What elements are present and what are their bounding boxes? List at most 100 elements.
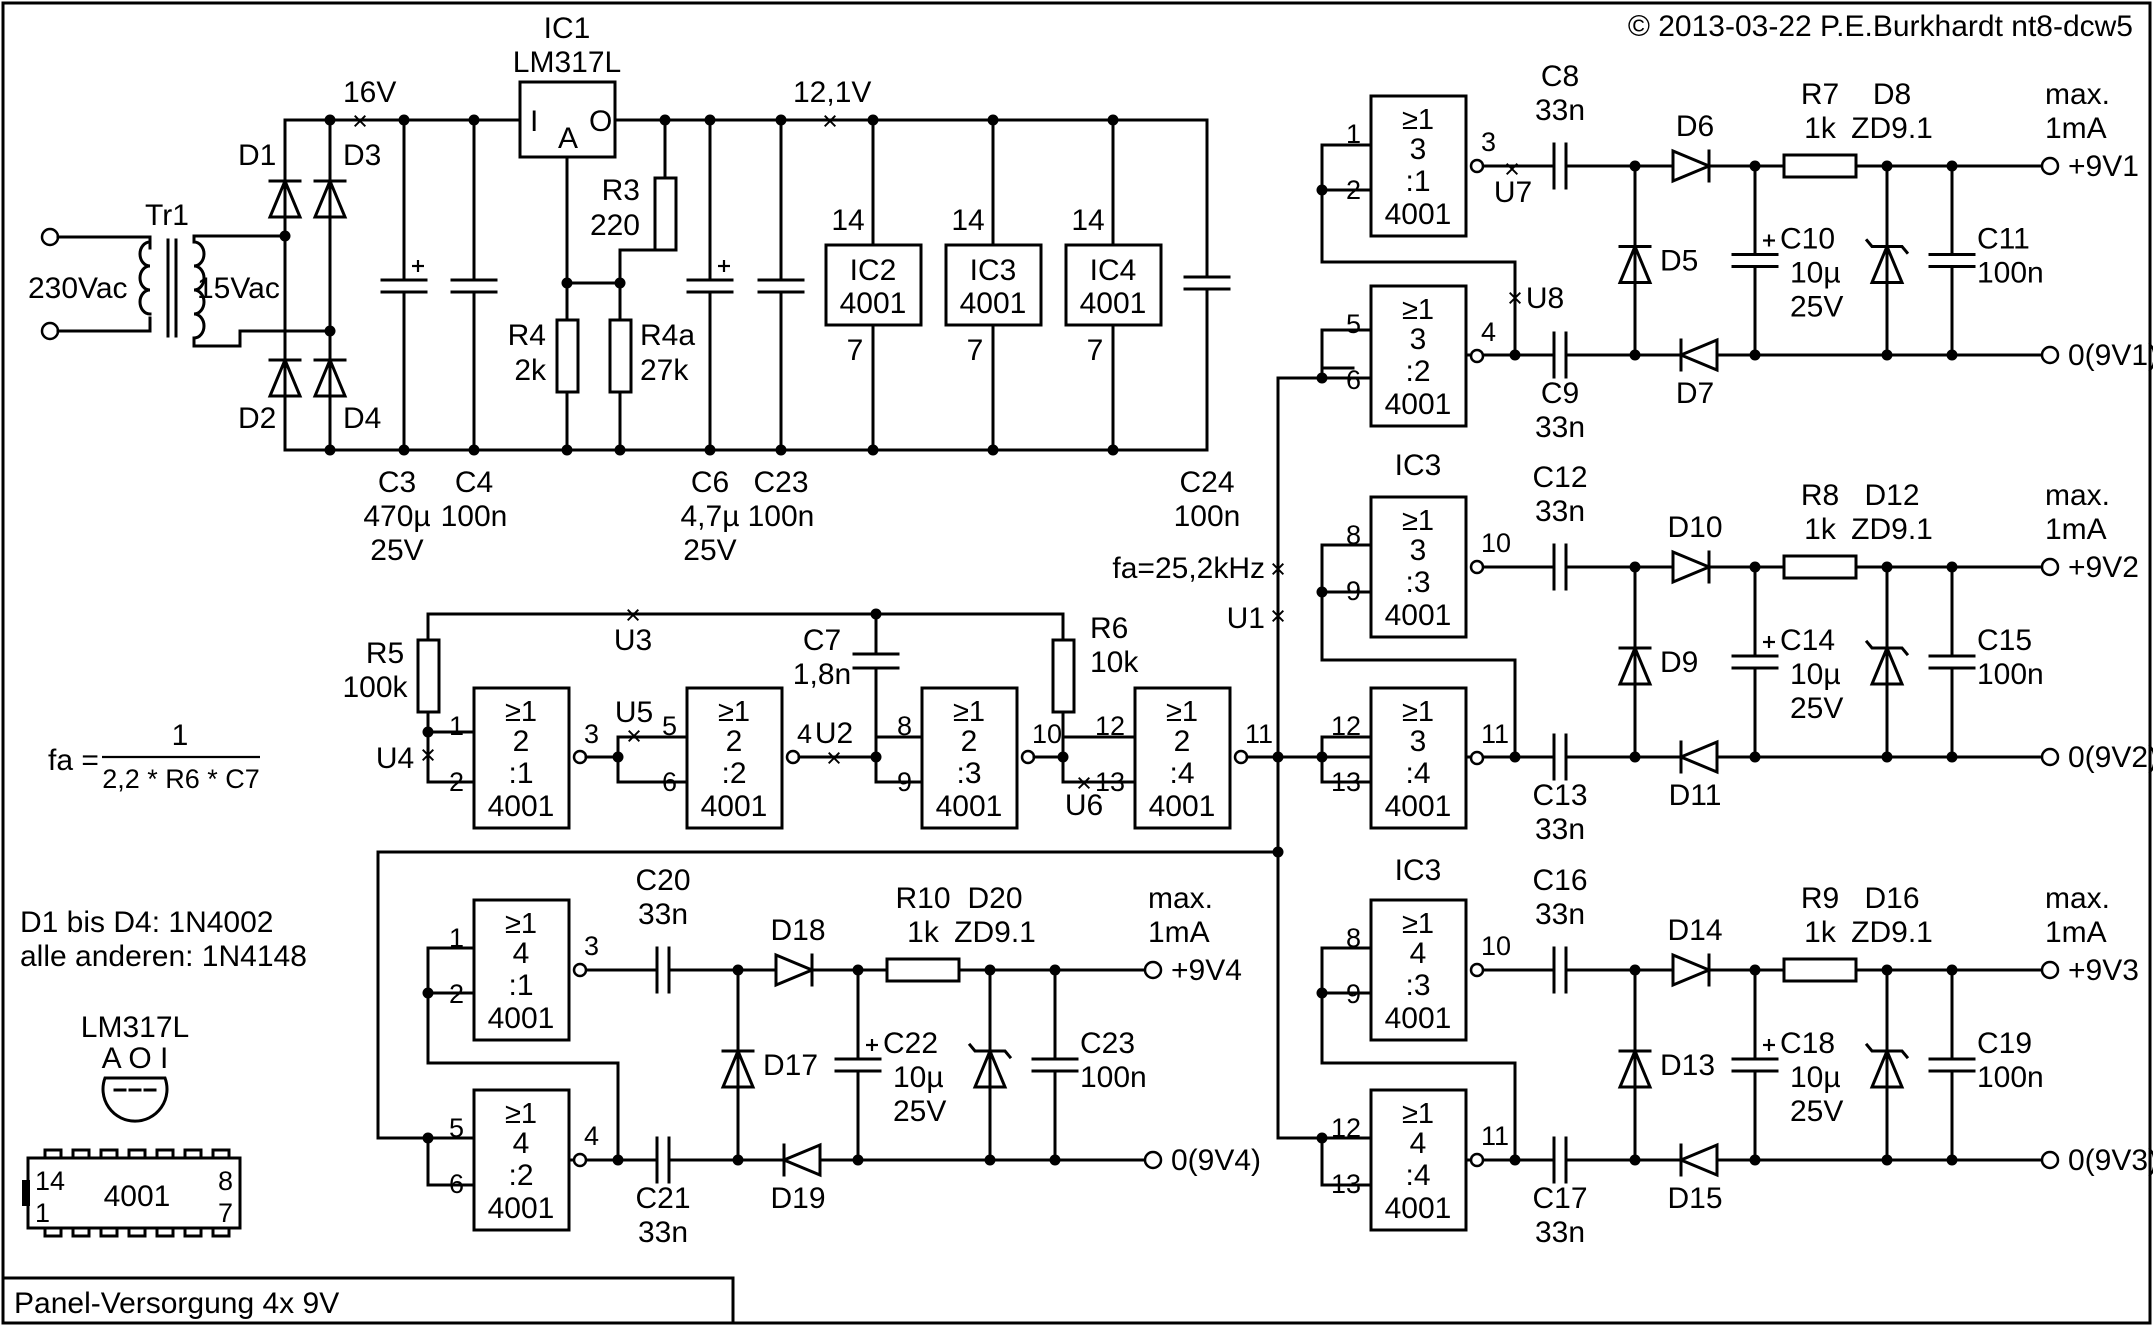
ic2-pin14: 14 xyxy=(831,204,864,237)
label-u1: U1 xyxy=(1227,602,1265,635)
g44-pin-in2: 13 xyxy=(1331,1169,1361,1199)
label-d1: D1 xyxy=(238,139,276,172)
label-c6-value: 4,7µ xyxy=(681,500,740,533)
channel-3-ca-name: C16 xyxy=(1532,864,1587,897)
channel-2-positive-terminal[interactable] xyxy=(2040,557,2060,577)
g42-type: 4001 xyxy=(488,1192,555,1225)
channel-1-d-top: D6 xyxy=(1676,110,1714,143)
legend-lm317-label: LM317L xyxy=(81,1011,189,1044)
dip-package-legend: 14 1 8 7 4001 xyxy=(22,1148,242,1238)
pin-a: A xyxy=(558,122,578,155)
g22-type: 4001 xyxy=(701,790,768,823)
channel-1-r-name: R7 xyxy=(1801,78,1839,111)
channel-4-cel-name: C22 xyxy=(883,1027,938,1060)
g41-index: :1 xyxy=(508,969,533,1002)
svg-text:×: × xyxy=(1270,554,1286,584)
channel-4-positive-terminal[interactable] xyxy=(1143,960,1163,980)
channel-4-cel-value: 10µ xyxy=(893,1061,944,1094)
formula-denominator: 2,2 * R6 * C7 xyxy=(102,764,260,794)
g34-index: :4 xyxy=(1405,757,1430,790)
gate-2-1 xyxy=(472,686,571,830)
channel-4-max-label: max. xyxy=(1148,882,1213,915)
label-r4a: R4a xyxy=(640,319,695,352)
dip-pin8: 8 xyxy=(218,1166,233,1196)
label-c4: C4 xyxy=(455,466,493,499)
channel-4-negative-terminal[interactable] xyxy=(1143,1150,1163,1170)
channel-1-negative-terminal[interactable] xyxy=(2040,345,2060,365)
g43-type: 4001 xyxy=(1385,1002,1452,1035)
channel-2-cel-name: C14 xyxy=(1780,624,1835,657)
g42-pin-in2: 6 xyxy=(449,1169,464,1199)
g31-index: :1 xyxy=(1405,165,1430,198)
copyright: © 2013-03-22 P.E.Burkhardt nt8-dcw5 xyxy=(1628,10,2133,43)
svg-text:×: × xyxy=(420,740,436,770)
ic3-supply-box xyxy=(944,243,1043,327)
power-supply-section: × × xyxy=(40,80,1231,456)
svg-text:×: × xyxy=(1507,283,1523,313)
g22-pin-in1: 5 xyxy=(662,711,677,741)
channel-3-cb-name: C17 xyxy=(1532,1182,1587,1215)
g44-pin-in1: 12 xyxy=(1331,1113,1361,1143)
channel-4-d-top: D18 xyxy=(770,914,825,947)
label-u3: U3 xyxy=(614,624,652,657)
channel-1-cel-name: C10 xyxy=(1780,223,1835,256)
channel-1-u8: U8 xyxy=(1526,282,1564,315)
channel-3-negative-terminal[interactable] xyxy=(2040,1150,2060,1170)
ic2-name: IC2 xyxy=(850,254,897,287)
svg-text:×: × xyxy=(625,600,641,630)
g32-index: :2 xyxy=(1405,355,1430,388)
label-c24: C24 xyxy=(1179,466,1234,499)
label-c4-value: 100n xyxy=(441,500,508,533)
g24-symbol: ≥1 xyxy=(1166,696,1198,728)
channel-2-negative-terminal[interactable] xyxy=(2040,747,2060,767)
channel-1-ca-value: 33n xyxy=(1535,94,1585,127)
g33-pin-out: 10 xyxy=(1481,528,1511,558)
gate-labels: ≥12:14001123≥12:24001564≥12:340018910≥12… xyxy=(449,104,1511,1225)
formula-lhs: fa = xyxy=(48,744,99,777)
g32-type: 4001 xyxy=(1385,388,1452,421)
g32-pin-out: 4 xyxy=(1481,317,1496,347)
channel-3-positive-terminal[interactable] xyxy=(2040,960,2060,980)
channel-4-ca-name: C20 xyxy=(635,864,690,897)
channel-3-d-top: D14 xyxy=(1667,914,1722,947)
svg-text:×: × xyxy=(1076,768,1092,798)
label-r4-value: 2k xyxy=(514,354,547,387)
g22-symbol: ≥1 xyxy=(718,696,750,728)
label-c24-value: 100n xyxy=(1174,500,1241,533)
ic3-pin14: 14 xyxy=(951,204,984,237)
channel-2-z-name: D12 xyxy=(1864,479,1919,512)
ic3-pin7: 7 xyxy=(967,334,984,367)
g42-symbol: ≥1 xyxy=(505,1098,537,1130)
ic2-pin7: 7 xyxy=(847,334,864,367)
g32-symbol: ≥1 xyxy=(1402,294,1434,326)
gate-4-3 xyxy=(1369,898,1468,1042)
label-r6: R6 xyxy=(1090,612,1128,645)
channel-4-cel-voltage: 25V xyxy=(893,1095,946,1128)
label-15vac: 15Vac xyxy=(197,272,280,305)
svg-text:×: × xyxy=(826,743,842,773)
channel-2-cb-name: C13 xyxy=(1532,779,1587,812)
channel-3-positive-label: +9V3 xyxy=(2068,954,2139,987)
channel-2-cel-value: 10µ xyxy=(1790,658,1841,691)
g24-type: 4001 xyxy=(1149,790,1216,823)
gate-group-left xyxy=(422,898,620,1232)
g31-pin-out: 3 xyxy=(1481,127,1496,157)
g31-pin-in2: 2 xyxy=(1346,175,1361,205)
label-230vac: 230Vac xyxy=(28,272,128,305)
g34-pin-out: 11 xyxy=(1481,719,1509,749)
channel-1-max-label: max. xyxy=(2045,78,2110,111)
channel-4-max-value: 1mA xyxy=(1148,916,1210,949)
g21-pin-out: 3 xyxy=(584,719,599,749)
channel-4-cb-name: C21 xyxy=(635,1182,690,1215)
label-r3: R3 xyxy=(602,174,640,207)
g41-chip: 4 xyxy=(513,937,530,970)
svg-text:×: × xyxy=(822,106,838,136)
channel-1-positive-terminal[interactable] xyxy=(2040,156,2060,176)
formula-numerator: 1 xyxy=(172,719,189,752)
label-tr1: Tr1 xyxy=(145,199,189,232)
gate-3-2 xyxy=(1369,284,1468,428)
channel-3-negative-label: 0(9V3) xyxy=(2068,1144,2153,1177)
g33-symbol: ≥1 xyxy=(1402,505,1434,537)
g32-pin-in2: 6 xyxy=(1346,365,1361,395)
label-c23-top-value: 100n xyxy=(748,500,815,533)
